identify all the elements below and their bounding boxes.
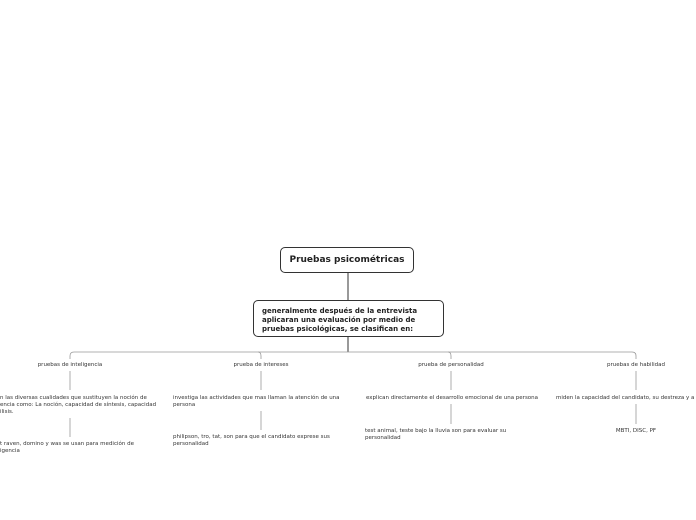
branch-examples-inteligencia[interactable]: t raven, domino y was se usan para medic… [0, 441, 134, 454]
intro-topic-node[interactable]: generalmente después de la entrevista ap… [253, 300, 444, 337]
branch-desc-personalidad[interactable]: explican directamente el desarrollo emoc… [366, 395, 539, 401]
branch-label-inteligencia[interactable]: pruebas de inteligencia [37, 362, 103, 368]
branch-drop-2 [257, 351, 262, 359]
branch-examples-intereses[interactable]: philipson, tro, tat, son para que el can… [173, 434, 330, 447]
root-topic-node[interactable]: Pruebas psicométricas [280, 247, 414, 273]
root-topic-title: Pruebas psicométricas [289, 255, 405, 265]
branch-examples-habilidad[interactable]: MBTI, DISC, PF [615, 428, 657, 434]
branch-drop-3 [447, 351, 452, 359]
branch-label-personalidad[interactable]: prueba de personalidad [418, 362, 484, 368]
branch-bus-line [69, 351, 637, 359]
branch-label-intereses[interactable]: prueba de intereses [233, 362, 289, 368]
intro-topic-text: generalmente después de la entrevista ap… [262, 307, 418, 333]
branch-desc-habilidad[interactable]: miden la capacidad del candidato, su des… [556, 395, 695, 401]
branch-desc-inteligencia[interactable]: n las diversas cualidades que sustituyen… [0, 395, 157, 415]
branch-desc-intereses[interactable]: investiga las actividades que mas llaman… [173, 395, 340, 408]
branch-label-habilidad[interactable]: pruebas de habilidad [606, 362, 665, 368]
branch-examples-personalidad[interactable]: test animal, teste bajo la lluvia son pa… [365, 428, 507, 441]
